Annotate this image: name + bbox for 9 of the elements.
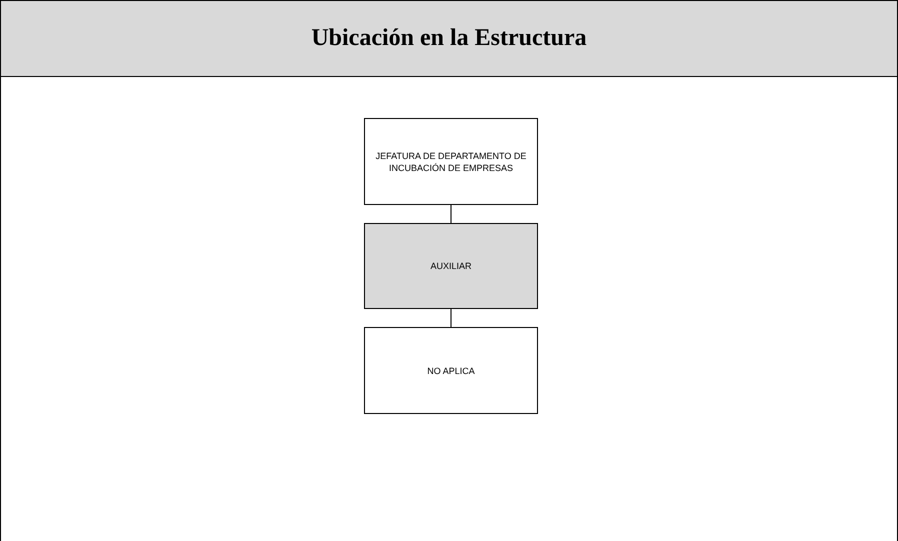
box-label: AUXILIAR: [430, 260, 472, 272]
box-label: NO APLICA: [427, 364, 475, 376]
box-label: JEFATURA DE DEPARTAMENTO DE INCUBACIÓN DE EMPRESAS: [374, 150, 528, 174]
org-box: [364, 327, 538, 414]
connector-line: [450, 308, 452, 328]
org-box: [364, 118, 538, 205]
connector-line: [450, 204, 452, 224]
title: Ubicación en la Estructura: [311, 25, 587, 52]
org-box: [364, 223, 538, 309]
